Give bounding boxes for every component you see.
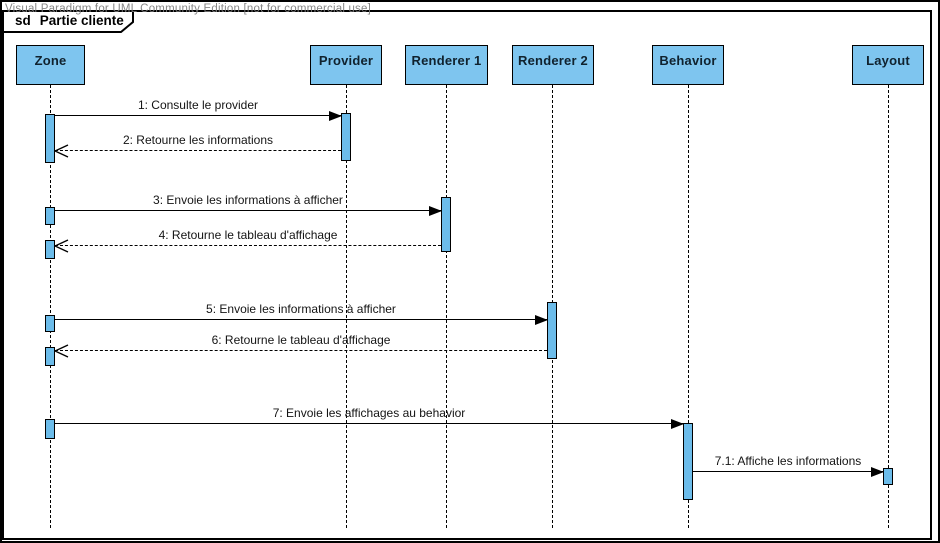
message-7-1-label: 7.1: Affiche les informations (714, 454, 862, 468)
sequence-diagram-frame: sd Partie cliente (2, 10, 932, 540)
frame-tab-label: sd Partie cliente (15, 13, 124, 28)
lifeline-layout (888, 85, 889, 528)
activation-bar-zone-4 (45, 315, 55, 332)
frame-tab-pentagon (2, 10, 134, 33)
message-4-line (55, 245, 441, 246)
activation-bar-renderer2 (547, 302, 557, 359)
lifeline-head-provider: Provider (310, 45, 382, 85)
message-4-label: 4: Retourne le tableau d'affichage (158, 228, 338, 242)
message-1-label: 1: Consulte le provider (137, 98, 259, 112)
message-3-label: 3: Envoie les informations à afficher (153, 193, 343, 207)
lifeline-name: Renderer 2 (518, 53, 588, 68)
message-6: 6: Retourne le tableau d'affichage (54, 329, 547, 358)
message-7-1-line (693, 471, 883, 472)
message-5-label: 5: Envoie les informations à afficher (206, 302, 396, 316)
lifeline-head-behavior: Behavior (652, 45, 724, 85)
lifeline-zone (50, 85, 51, 528)
message-7-line (55, 423, 683, 424)
lifeline-name: Behavior (659, 53, 717, 68)
message-5: 5: Envoie les informations à afficher (55, 298, 548, 325)
message-6-line (55, 350, 547, 351)
message-5-line (55, 319, 547, 320)
lifeline-name: Provider (318, 53, 374, 68)
arrowhead-filled-icon (329, 111, 342, 121)
frame-keyword: sd (15, 13, 31, 28)
lifeline-head-renderer1: Renderer 1 (405, 45, 488, 85)
lifeline-renderer1 (446, 85, 447, 528)
activation-bar-renderer1 (441, 197, 451, 252)
message-2: 2: Retourne les informations (54, 129, 341, 158)
lifeline-head-zone: Zone (16, 45, 85, 85)
message-7-1: 7.1: Affiche les informations (693, 450, 884, 477)
arrowhead-filled-icon (871, 467, 884, 477)
message-2-line (55, 150, 341, 151)
lifeline-name: Renderer 1 (411, 53, 482, 68)
activation-bar-layout (883, 468, 893, 485)
arrowhead-open-icon (54, 144, 69, 158)
lifeline-name: Zone (34, 53, 67, 68)
message-7-label: 7: Envoie les affichages au behavior (272, 406, 466, 420)
lifeline-behavior (688, 85, 689, 528)
arrowhead-open-icon (54, 239, 69, 253)
message-4: 4: Retourne le tableau d'affichage (54, 224, 441, 253)
message-2-label: 2: Retourne les informations (122, 133, 274, 147)
frame-title: Partie cliente (39, 13, 124, 28)
activation-bar-zone-6 (45, 419, 55, 439)
message-7: 7: Envoie les affichages au behavior (55, 402, 684, 429)
message-1: 1: Consulte le provider (55, 94, 342, 121)
arrowhead-open-icon (54, 344, 69, 358)
activation-bar-zone-2 (45, 207, 55, 225)
arrowhead-filled-icon (671, 419, 684, 429)
arrowhead-filled-icon (535, 315, 548, 325)
activation-bar-zone-3 (45, 240, 55, 259)
lifeline-head-renderer2: Renderer 2 (512, 45, 594, 85)
message-6-label: 6: Retourne le tableau d'affichage (211, 333, 391, 347)
message-3-line (55, 210, 441, 211)
activation-bar-behavior (683, 423, 693, 500)
lifeline-name: Layout (866, 53, 910, 68)
activation-bar-provider (341, 113, 351, 161)
lifeline-head-layout: Layout (852, 45, 924, 85)
lifeline-provider (346, 85, 347, 528)
activation-bar-zone-1 (45, 114, 55, 163)
message-1-line (55, 115, 341, 116)
message-3: 3: Envoie les informations à afficher (55, 189, 442, 216)
watermark-text: Visual Paradigm for UML Community Editio… (5, 3, 371, 15)
activation-bar-zone-5 (45, 347, 55, 366)
arrowhead-filled-icon (429, 206, 442, 216)
